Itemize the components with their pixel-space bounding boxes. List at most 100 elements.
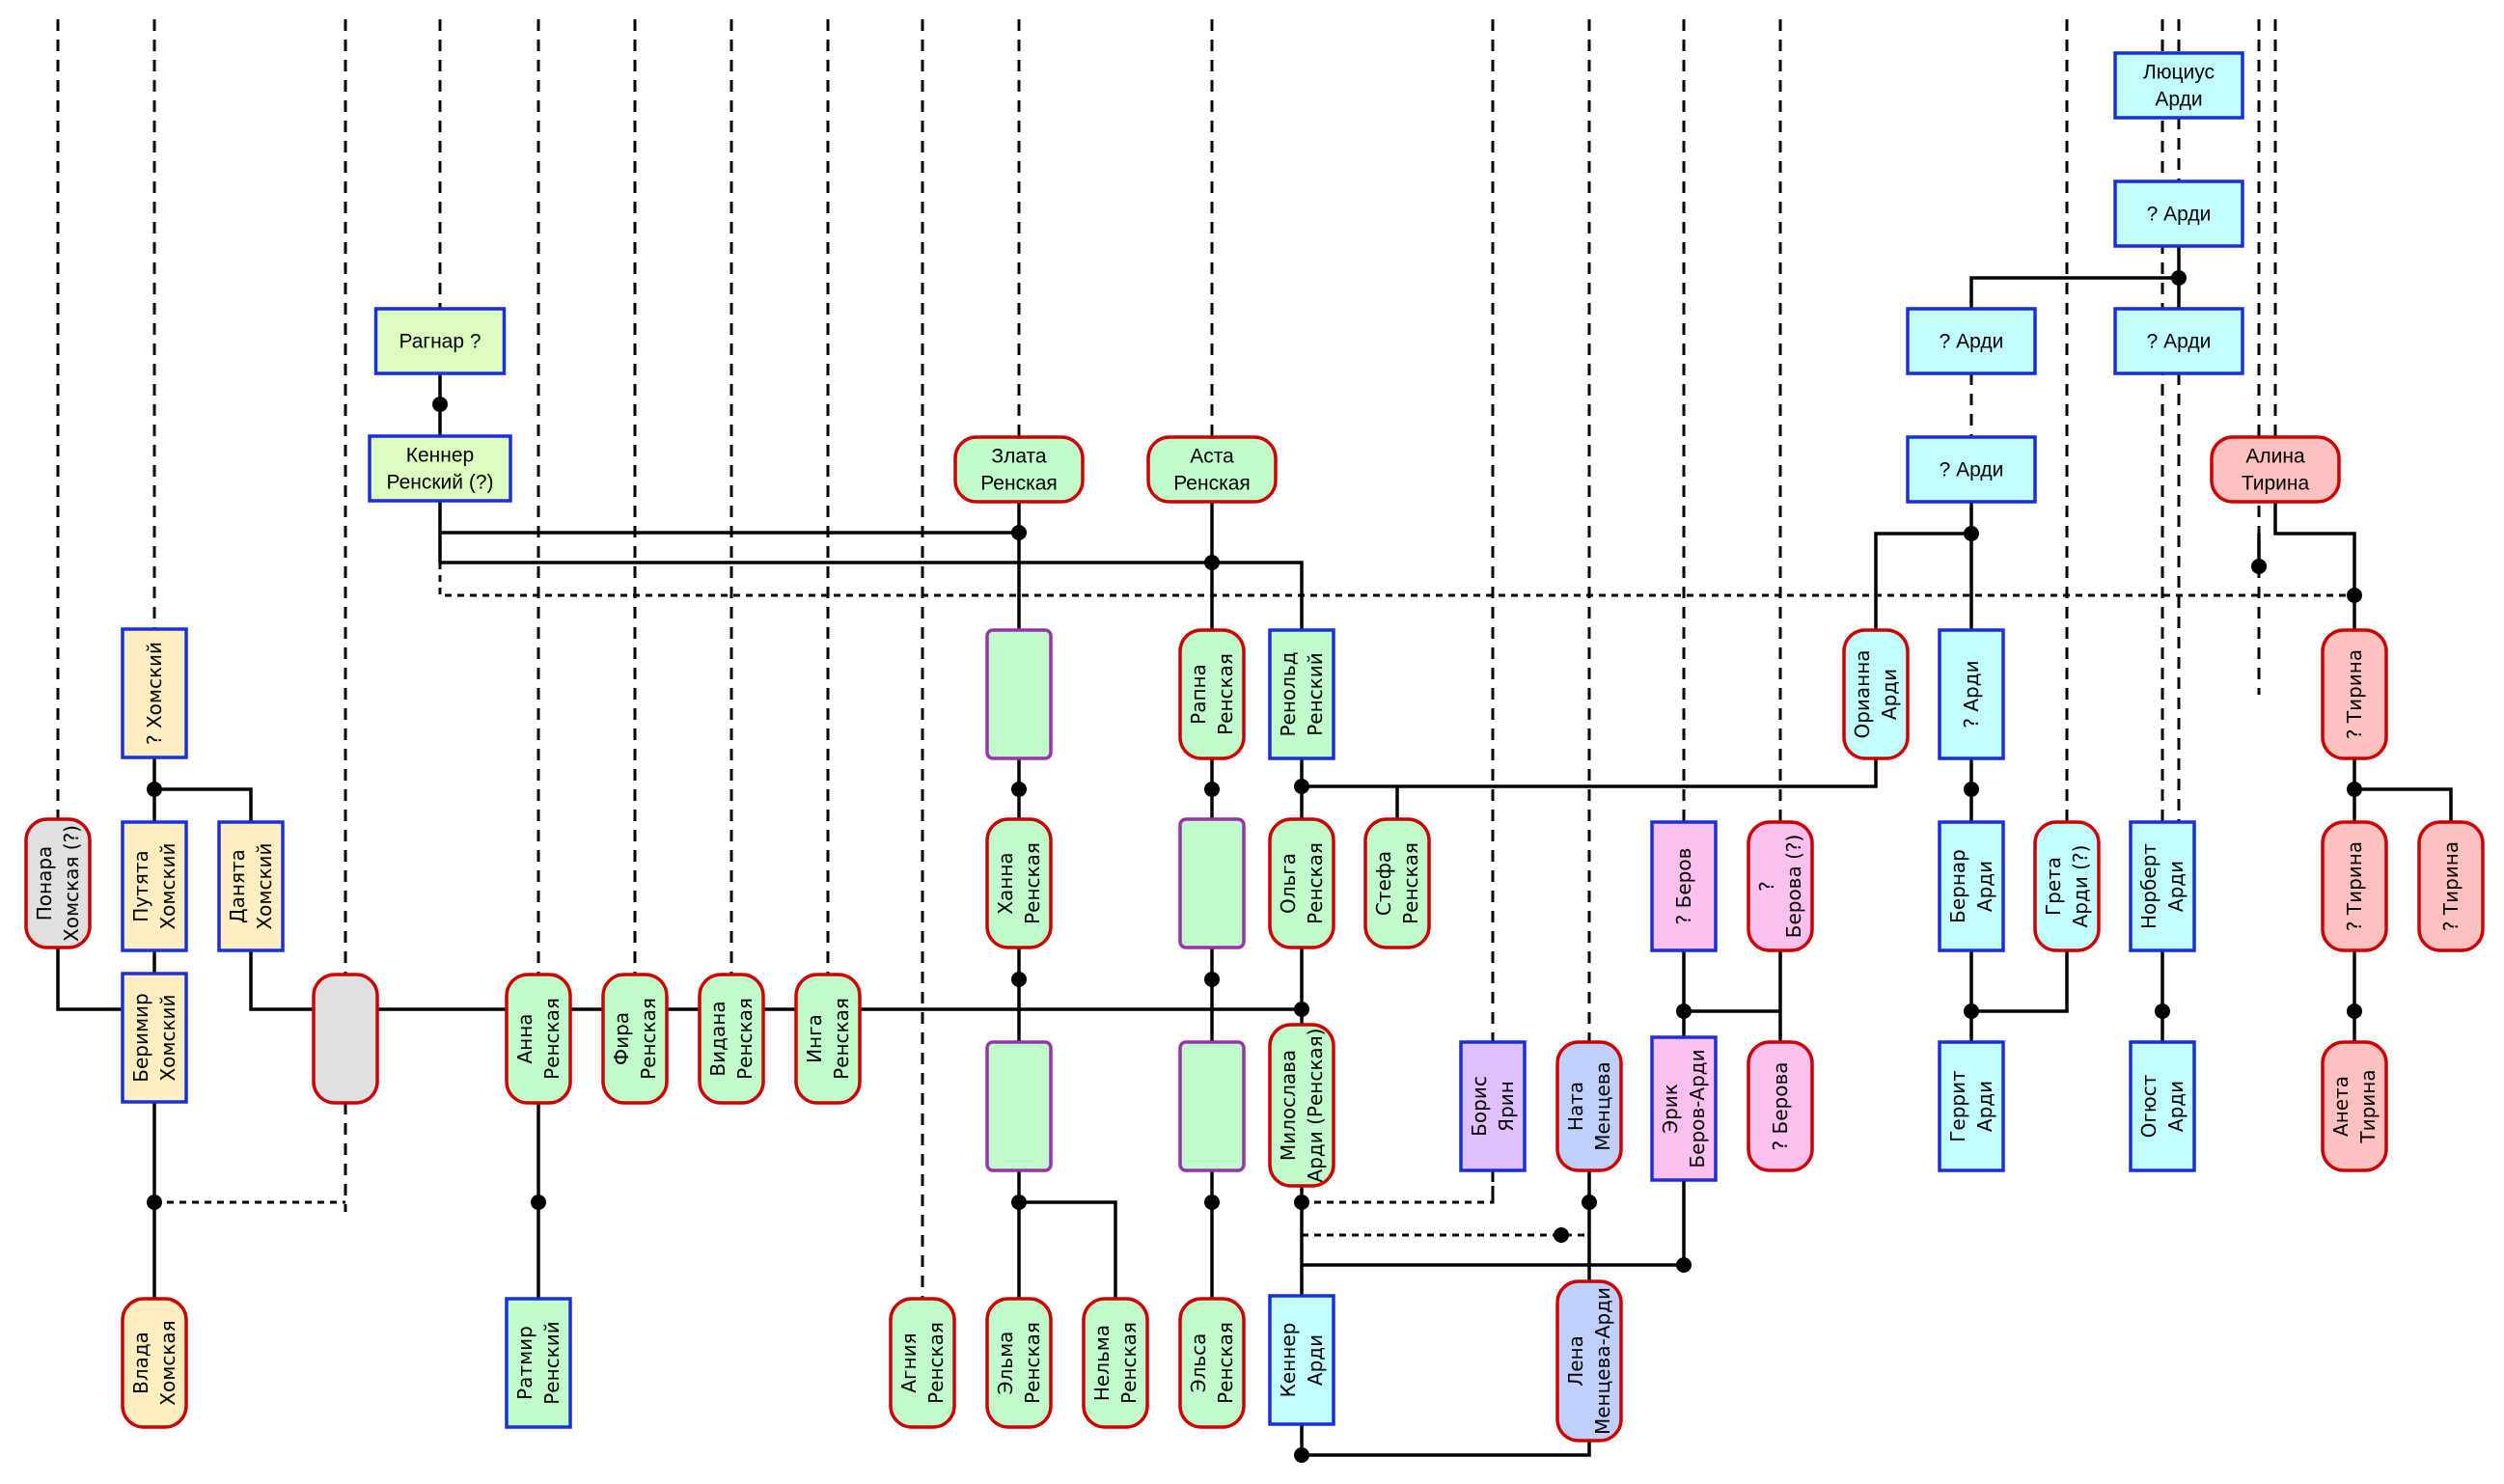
person-box bbox=[1555, 1279, 1623, 1443]
junction-dot bbox=[147, 782, 162, 797]
person-name: Геррит bbox=[1946, 1070, 1969, 1142]
person-node-tirina3[interactable]: ? Тирина bbox=[2417, 820, 2485, 952]
junction-dot bbox=[531, 1195, 546, 1210]
person-box bbox=[121, 820, 188, 952]
person-name: Ярин bbox=[1495, 1081, 1518, 1132]
person-name: Рагнар ? bbox=[399, 331, 481, 353]
person-name: Анна bbox=[513, 1013, 537, 1063]
person-name: Арди bbox=[1878, 669, 1901, 720]
person-name: Беров-Арди bbox=[1686, 1049, 1709, 1168]
person-node-berova_q[interactable]: ? Берова (?) bbox=[1747, 820, 1814, 952]
person-box bbox=[1363, 817, 1431, 949]
person-box bbox=[505, 973, 572, 1105]
junction-dot bbox=[1554, 1227, 1569, 1243]
person-node-berova[interactable]: ? Берова bbox=[1747, 1040, 1814, 1172]
person-box bbox=[1268, 1023, 1335, 1188]
person-name: Злата bbox=[991, 446, 1047, 468]
junction-dot bbox=[2347, 1003, 2362, 1019]
person-name: Нельма bbox=[1090, 1325, 1114, 1401]
person-node-rapna_gchild[interactable] bbox=[1178, 1040, 1246, 1172]
person-box bbox=[2129, 820, 2196, 952]
person-node-zlata_child[interactable] bbox=[985, 628, 1053, 760]
person-name: Беримир bbox=[129, 993, 152, 1083]
person-node-berov[interactable]: ? Беров bbox=[1650, 820, 1718, 952]
person-name: Берова (?) bbox=[1782, 835, 1805, 939]
person-box bbox=[1268, 817, 1335, 949]
person-name: Рапна bbox=[1187, 664, 1210, 725]
person-box bbox=[505, 1297, 572, 1429]
family-link-line bbox=[1969, 276, 2179, 309]
family-link-line bbox=[249, 950, 1302, 1011]
person-node-ardi5[interactable]: ? Арди bbox=[1938, 628, 2005, 760]
family-link-line bbox=[440, 561, 1304, 630]
person-name: Влада bbox=[129, 1332, 152, 1394]
person-node-ardi2[interactable]: ? Арди bbox=[1906, 307, 2037, 375]
person-name: ? bbox=[1755, 881, 1778, 892]
person-name: Орианна bbox=[1851, 649, 1874, 738]
person-node-tirina1[interactable]: ? Тирина bbox=[2321, 628, 2388, 760]
family-link-line bbox=[1971, 950, 2069, 1013]
person-box bbox=[2321, 820, 2388, 952]
person-name: Ренская bbox=[1021, 1322, 1044, 1404]
person-box bbox=[794, 973, 862, 1105]
person-node-homsky[interactable]: ? Хомский bbox=[121, 627, 188, 759]
person-name: ? Арди bbox=[2147, 331, 2212, 353]
person-name: Арди bbox=[2155, 89, 2202, 111]
junction-dot bbox=[1294, 1447, 1309, 1463]
person-node-ardi1[interactable]: ? Арди bbox=[2113, 179, 2244, 248]
family-link-line bbox=[1019, 1200, 1117, 1299]
person-box bbox=[1178, 1040, 1246, 1172]
person-node-gray_unknown[interactable] bbox=[312, 973, 379, 1105]
person-name: Тирина bbox=[2242, 473, 2310, 495]
junction-dot bbox=[1011, 1195, 1027, 1210]
person-name: Ренская bbox=[1173, 473, 1251, 495]
person-node-ardi3[interactable]: ? Арди bbox=[2113, 307, 2244, 375]
person-box bbox=[1555, 1040, 1623, 1172]
person-node-ragnar[interactable]: Рагнар ? bbox=[373, 307, 507, 375]
person-node-rapna_child[interactable] bbox=[1178, 817, 1246, 949]
family-link-line bbox=[154, 787, 253, 822]
person-node-ardi4[interactable]: ? Арди bbox=[1906, 435, 2037, 504]
person-name: Борис bbox=[1468, 1076, 1491, 1137]
person-node-tirina2[interactable]: ? Тирина bbox=[2321, 820, 2388, 952]
person-node-hanna_child[interactable] bbox=[985, 1040, 1053, 1172]
